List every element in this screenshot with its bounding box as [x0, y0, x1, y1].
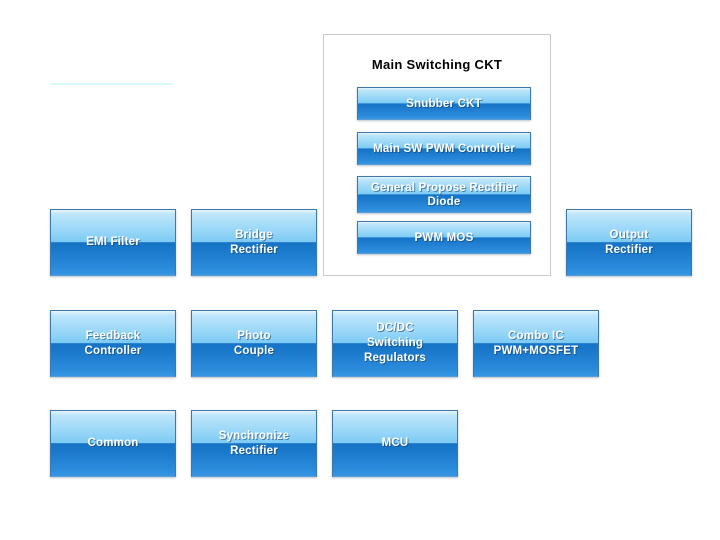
- panel-title: Main Switching CKT: [371, 57, 503, 72]
- block-general-propose-rectifier-diode[interactable]: General Propose Rectifier Diode: [357, 176, 531, 213]
- block-label: MCU: [381, 437, 409, 449]
- block-feedback-controller[interactable]: Feedback Controller: [50, 310, 176, 377]
- block-label: General Propose Rectifier Diode: [370, 181, 518, 208]
- block-label: Snubber CKT: [406, 97, 482, 110]
- block-label: EMI Filter: [86, 236, 140, 248]
- block-output-rectifier[interactable]: Output Rectifier: [566, 209, 692, 276]
- block-dcdc-switching-regulators[interactable]: DC/DC Switching Regulators: [332, 310, 458, 377]
- block-common[interactable]: Common: [50, 410, 176, 477]
- block-label: Common: [87, 437, 139, 449]
- block-pwm-mos[interactable]: PWM MOS: [357, 221, 531, 254]
- block-combo-ic-pwm-mosfet[interactable]: Combo IC PWM+MOSFET: [473, 310, 599, 377]
- block-label: Bridge Rectifier: [230, 228, 278, 256]
- block-label: PWM MOS: [414, 231, 474, 244]
- block-synchronize-rectifier[interactable]: Synchronize Rectifier: [191, 410, 317, 477]
- block-main-sw-pwm-controller[interactable]: Main SW PWM Controller: [357, 132, 531, 165]
- block-label: Feedback Controller: [84, 329, 142, 357]
- panel-main-switching-ckt: Main Switching CKT Snubber CKT Main SW P…: [323, 34, 551, 276]
- block-mcu[interactable]: MCU: [332, 410, 458, 477]
- block-bridge-rectifier[interactable]: Bridge Rectifier: [191, 209, 317, 276]
- block-snubber-ckt[interactable]: Snubber CKT: [357, 87, 531, 120]
- block-emi-filter[interactable]: EMI Filter: [50, 209, 176, 276]
- block-label: Photo Couple: [233, 329, 275, 357]
- block-label: Output Rectifier: [605, 228, 653, 256]
- divider-line: [50, 83, 172, 85]
- block-photo-couple[interactable]: Photo Couple: [191, 310, 317, 377]
- block-label: Main SW PWM Controller: [373, 142, 515, 155]
- block-label: Synchronize Rectifier: [218, 429, 290, 457]
- block-label: DC/DC Switching Regulators: [363, 322, 427, 364]
- block-label: Combo IC PWM+MOSFET: [493, 329, 579, 357]
